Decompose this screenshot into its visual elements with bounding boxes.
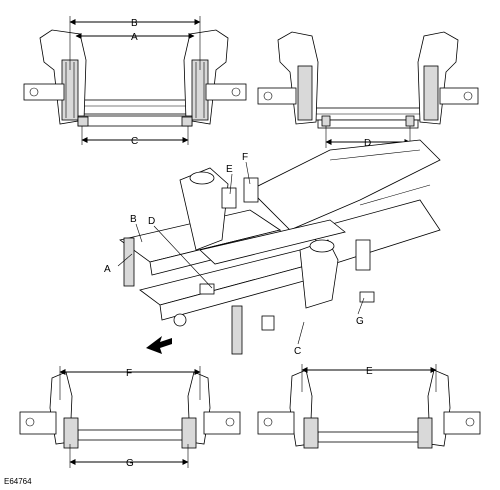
label-e-bottom: E	[366, 366, 373, 377]
label-a-top: A	[131, 32, 138, 43]
top-right-subframe-view	[257, 31, 479, 148]
label-a-iso: A	[104, 264, 111, 275]
label-b-top: B	[131, 18, 138, 29]
label-c-iso: C	[294, 346, 301, 357]
label-g-bottom: G	[126, 458, 134, 469]
label-c-top: C	[131, 136, 138, 147]
figure-code: E64764	[4, 477, 32, 486]
isometric-subframe-view	[117, 139, 441, 355]
label-f-bottom: F	[126, 368, 132, 379]
label-d-iso: D	[148, 216, 155, 227]
top-left-subframe-view	[23, 16, 247, 145]
bottom-right-subframe-view	[257, 364, 481, 449]
label-g-iso: G	[356, 316, 364, 327]
bottom-left-subframe-view	[19, 366, 241, 468]
label-e-iso: E	[226, 164, 233, 175]
label-f-iso: F	[242, 152, 248, 163]
label-d-top-right: D	[364, 138, 371, 149]
label-b-iso: B	[130, 214, 137, 225]
